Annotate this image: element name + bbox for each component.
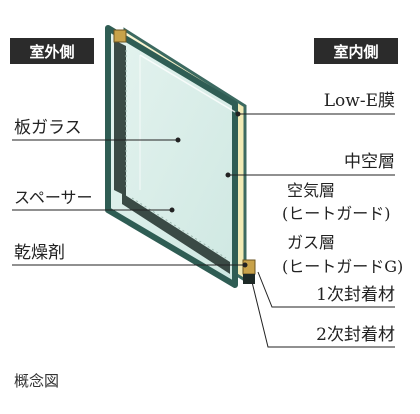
plate-glass-label: 板ガラス [14, 118, 82, 138]
hollow-layer-label: 中空層 [344, 152, 395, 172]
outdoor-glass-pane [105, 25, 238, 288]
indoor-side-label: 室内側 [333, 43, 378, 61]
gas-layer-label: ガス層 [287, 233, 335, 252]
outdoor-side-label: 室外側 [29, 43, 74, 61]
secondary-sealant [243, 274, 255, 284]
air-layer-label: 空気層 [287, 181, 335, 200]
spacer-frame [114, 40, 230, 274]
outdoor-side-box: 室外側 [10, 38, 94, 64]
air-layer-heatguard-label: (ヒートガード) [282, 204, 391, 223]
leader-lines [12, 111, 395, 348]
concept-caption: 概念図 [14, 372, 59, 390]
gas-layer-heatguard-g-label: (ヒートガードG) [282, 257, 403, 276]
secondary-seal-label: 2次封着材 [316, 325, 395, 345]
indoor-side-box: 室内側 [314, 38, 398, 64]
glass-highlights [139, 54, 236, 190]
low-e-film-label: Low-E膜 [324, 91, 395, 111]
desiccant-label: 乾燥剤 [14, 243, 65, 263]
spacer-label: スペーサー [14, 188, 93, 207]
primary-seal-label: 1次封着材 [316, 285, 395, 305]
